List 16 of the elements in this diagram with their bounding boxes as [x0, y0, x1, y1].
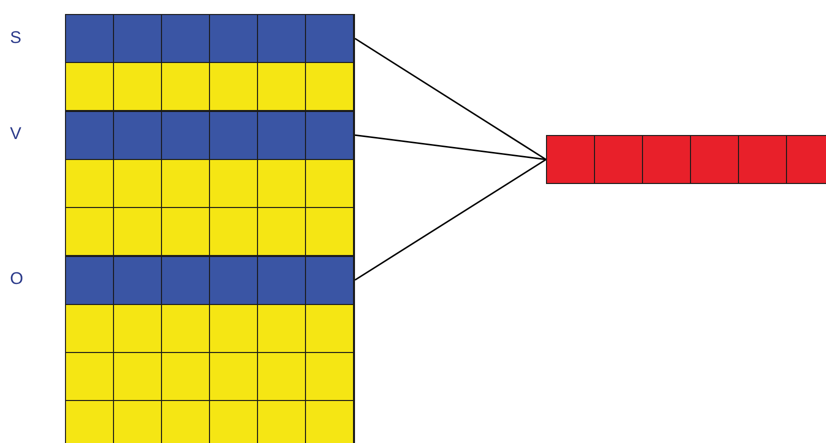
row-label: S [10, 28, 22, 48]
stripe-row [65, 256, 355, 304]
stripe-row [65, 158, 355, 208]
output-bar [546, 135, 826, 184]
stripe-row [65, 352, 355, 402]
stripe-row [65, 304, 355, 353]
row-label: V [10, 124, 22, 144]
connector-line [354, 158, 546, 281]
stripe-row [65, 207, 355, 256]
stripe-row [65, 400, 355, 443]
connector-line [354, 134, 546, 160]
stripe-row [65, 62, 355, 112]
row-label: O [10, 269, 24, 289]
stripe-row [65, 110, 355, 160]
stripe-row [65, 14, 355, 63]
connector-line [354, 38, 546, 160]
